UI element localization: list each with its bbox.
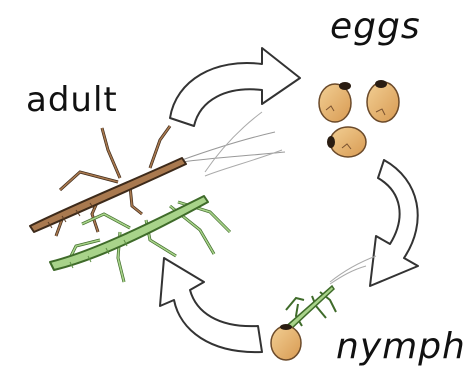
cycle-arrow-adult-to-eggs [170, 48, 300, 126]
adult-stick-insect-green [50, 112, 282, 282]
cycle-arrow-eggs-to-nymph [370, 160, 418, 286]
cycle-arrow-nymph-to-adult [160, 258, 262, 352]
hatched-egg [271, 324, 301, 360]
egg-1 [319, 82, 351, 122]
eggs-cluster [319, 80, 399, 157]
egg-2 [367, 80, 399, 122]
egg-3 [327, 127, 366, 157]
stage-label-adult: adult [26, 80, 118, 120]
nymph-stick-insect [282, 256, 376, 334]
stage-label-eggs: eggs [330, 6, 421, 47]
stage-label-nymph: nymph [336, 326, 466, 367]
